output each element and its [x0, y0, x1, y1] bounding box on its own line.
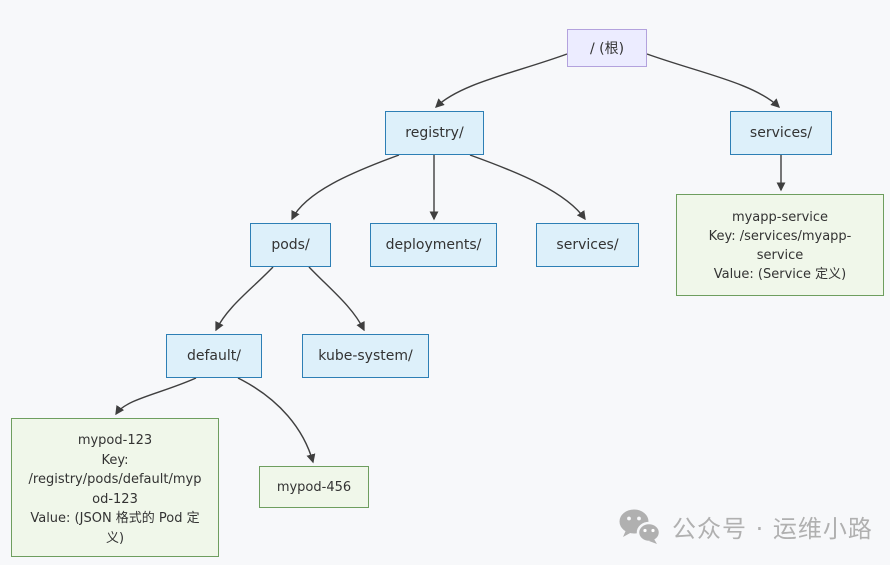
node-registry-label: registry/ [405, 125, 464, 141]
node-default-namespace: default/ [166, 334, 262, 378]
edge-registry-services [469, 154, 586, 221]
node-pods: pods/ [250, 223, 331, 267]
node-kube-system: kube-system/ [302, 334, 429, 378]
node-pods-label: pods/ [271, 237, 310, 253]
edge-default-mypod123 [115, 377, 197, 416]
edge-registry-pods [291, 154, 400, 221]
node-mypod-123-key: Key: /registry/pods/default/mypod-123 [28, 452, 202, 507]
node-default-namespace-label: default/ [187, 348, 241, 364]
node-myapp-service-value: Value: (Service 定义) [713, 267, 847, 282]
node-mypod-123: mypod-123 Key: /registry/pods/default/my… [11, 418, 219, 557]
node-services-mid-label: services/ [556, 237, 619, 253]
watermark: 公众号 · 运维小路 [618, 508, 873, 545]
edge-root-registry [435, 53, 568, 108]
node-mypod-456-label: mypod-456 [276, 479, 352, 495]
watermark-text: 公众号 · 运维小路 [672, 515, 873, 543]
node-myapp-service-name: myapp-service [731, 210, 829, 225]
edge-pods-default [215, 266, 274, 332]
node-deployments: deployments/ [370, 223, 497, 267]
edge-pods-kubesystem [308, 266, 365, 332]
node-myapp-service-key: Key: /services/myapp-service [708, 229, 852, 263]
wechat-icon [619, 509, 662, 544]
node-kube-system-label: kube-system/ [318, 348, 413, 364]
node-mypod-456: mypod-456 [259, 466, 369, 508]
node-root-label: / (根) [589, 41, 625, 57]
node-mypod-123-value: Value: (JSON 格式的 Pod 定义) [30, 511, 200, 546]
node-registry: registry/ [385, 111, 484, 155]
node-services-top: services/ [730, 111, 832, 155]
node-myapp-service: myapp-service Key: /services/myapp-servi… [676, 194, 884, 296]
edge-default-mypod456 [237, 377, 316, 464]
node-mypod-123-name: mypod-123 [77, 433, 153, 448]
node-services-mid: services/ [536, 223, 639, 267]
edge-root-services [646, 53, 780, 108]
node-deployments-label: deployments/ [385, 237, 482, 253]
node-services-top-label: services/ [749, 125, 813, 141]
node-root: / (根) [567, 29, 647, 67]
